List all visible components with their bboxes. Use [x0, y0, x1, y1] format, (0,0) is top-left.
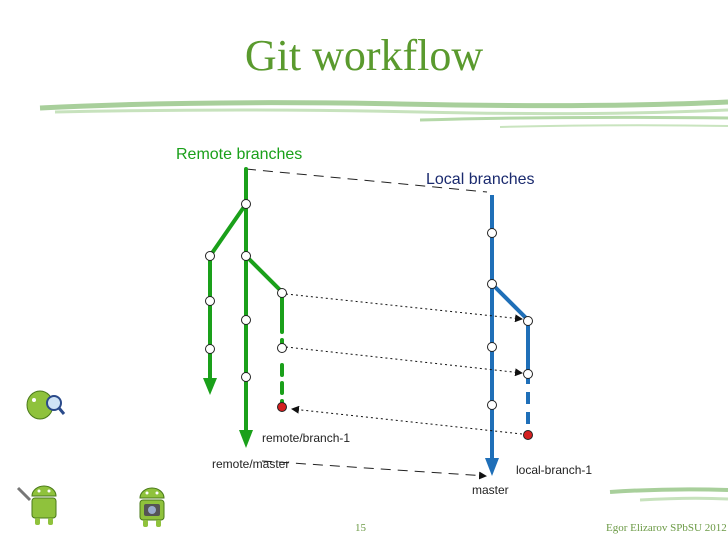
push-connector-line — [261, 460, 487, 480]
decorative-brush-top — [39, 99, 728, 128]
slide-title: Git workflow — [244, 31, 484, 80]
remote-branch-1-commit — [277, 402, 287, 412]
android-magnifier-icon — [26, 390, 66, 420]
local-branch-1-label: local-branch-1 — [516, 463, 592, 477]
decorative-brush-bottom — [609, 487, 728, 502]
remote-branch-1-label: remote/branch-1 — [262, 431, 350, 445]
local-branch-lines — [490, 195, 530, 460]
commit-nodes — [205, 199, 533, 410]
local-branch-1-commit — [523, 430, 533, 440]
master-label: master — [472, 483, 509, 497]
local-master-arrow — [485, 458, 499, 476]
page-number: 15 — [355, 522, 366, 534]
remote-side-branch-arrow — [203, 378, 217, 395]
author-footer: Egor Elizarov SPbSU 2012 — [606, 522, 727, 534]
android-tools-icon — [16, 485, 57, 525]
sync-arrows — [285, 293, 523, 435]
remote-master-label: remote/master — [212, 457, 289, 471]
remote-branches-heading: Remote branches — [176, 146, 302, 163]
android-camera-icon — [139, 487, 165, 527]
clone-connector-line — [245, 168, 488, 193]
remote-master-arrow — [239, 430, 253, 448]
local-branches-heading: Local branches — [426, 171, 535, 188]
